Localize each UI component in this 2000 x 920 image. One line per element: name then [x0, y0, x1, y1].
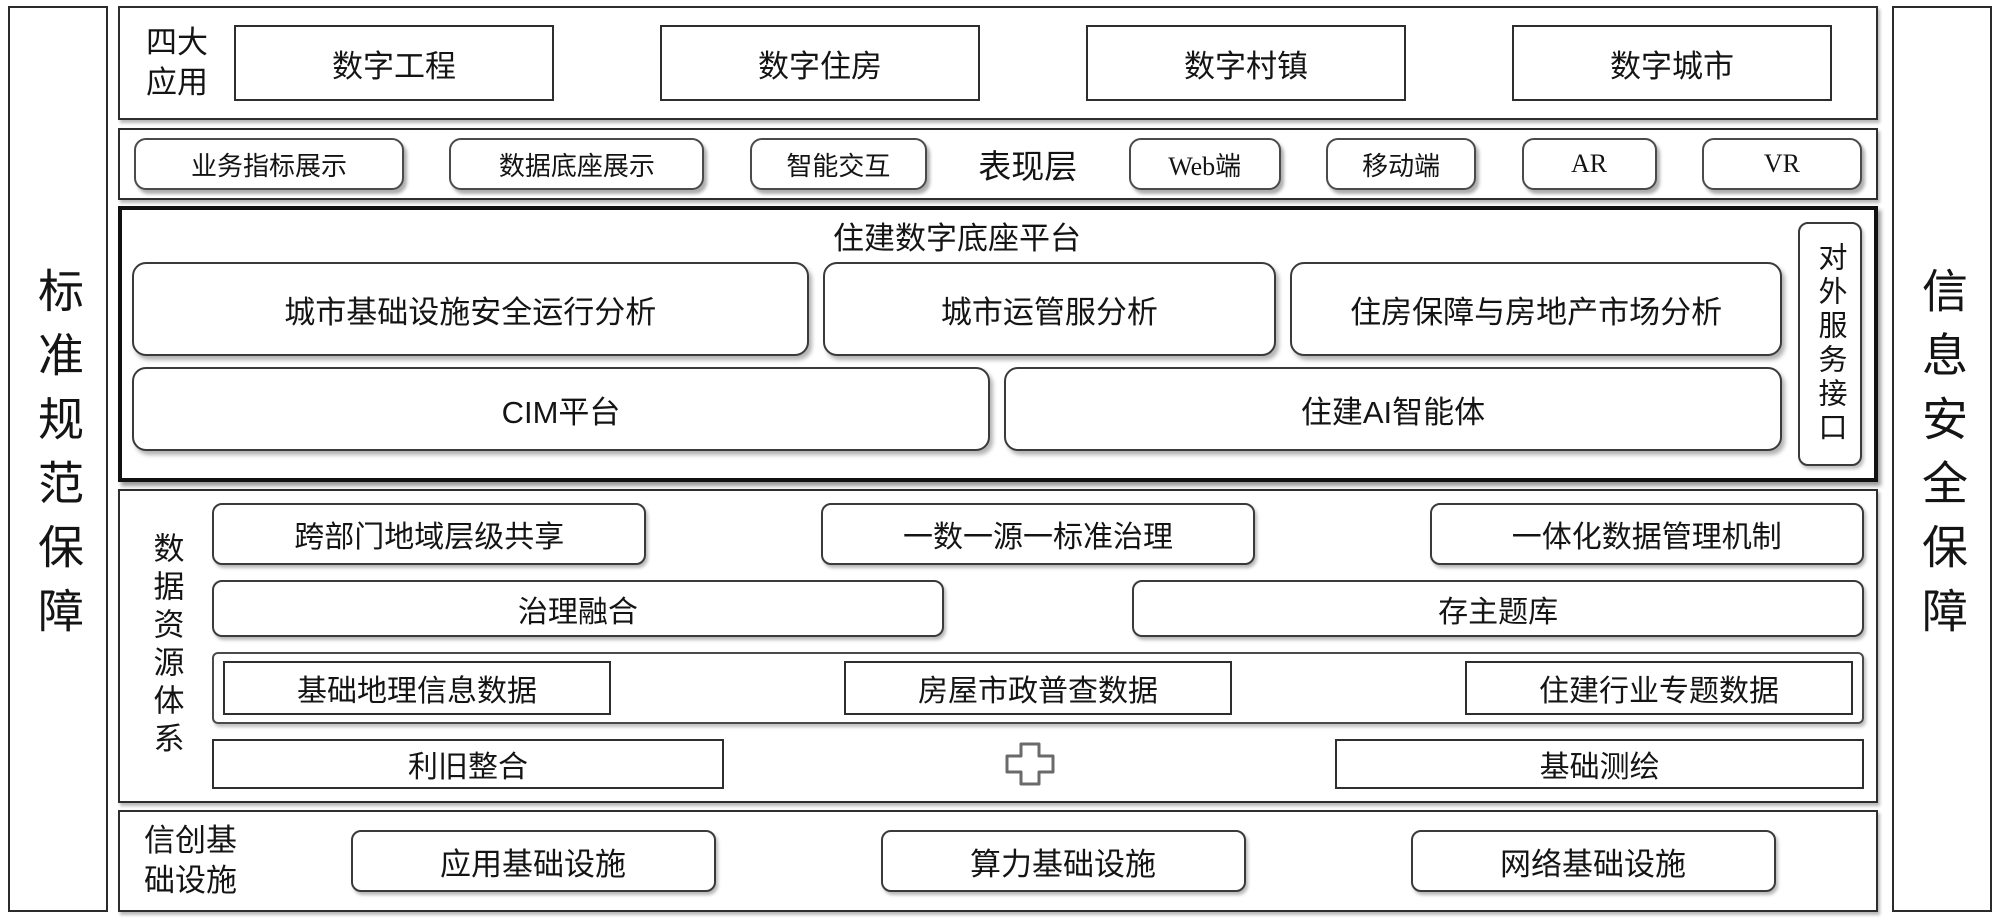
pill-mobile-client: 移动端	[1326, 138, 1477, 190]
infrastructure-boxes: 应用基础设施 算力基础设施 网络基础设施	[250, 830, 1876, 892]
section-presentation-layer: 业务指标展示 数据底座展示 智能交互 表现层 Web端 移动端 AR VR	[118, 128, 1878, 200]
right-pillar-label: 信息安全保障	[1916, 267, 1968, 651]
box-housing-municipal-census-data: 房屋市政普查数据	[844, 661, 1232, 715]
box-basic-surveying: 基础测绘	[1335, 739, 1864, 789]
box-governance-fusion: 治理融合	[212, 580, 944, 637]
pill-intelligent-interaction: 智能交互	[749, 138, 927, 190]
box-cim-platform: CIM平台	[132, 367, 990, 451]
left-pillar: 标准规范保障	[8, 6, 108, 912]
data-resources-label-wrap: 数据资源体系	[120, 503, 212, 789]
data-governance-row: 跨部门地域层级共享 一数一源一标准治理 一体化数据管理机制	[212, 503, 1864, 565]
four-apps-boxes: 数字工程 数字住房 数字村镇 数字城市	[216, 25, 1876, 101]
pill-ar: AR	[1521, 138, 1657, 190]
plus-icon	[1004, 741, 1056, 787]
box-integrated-data-management: 一体化数据管理机制	[1429, 503, 1864, 565]
data-bottom-row: 利旧整合 基础测绘	[212, 739, 1864, 789]
box-theme-library-storage: 存主题库	[1132, 580, 1864, 637]
box-computing-infrastructure: 算力基础设施	[880, 830, 1246, 892]
pill-vr: VR	[1701, 138, 1862, 190]
external-service-interface: 对外服务接口	[1798, 222, 1862, 466]
platform-title: 住建数字底座平台	[833, 221, 1081, 256]
external-service-interface-label: 对外服务接口	[1814, 242, 1846, 446]
data-resources-label: 数据资源体系	[148, 532, 184, 760]
box-urban-operation-service-analysis: 城市运管服分析	[822, 262, 1277, 356]
main-column: 四大应用 数字工程 数字住房 数字村镇 数字城市 业务指标展示 数据底座展示 智…	[118, 6, 1878, 912]
pill-business-indicator-display: 业务指标展示	[134, 138, 404, 190]
platform-base-row: CIM平台 住建AI智能体	[132, 367, 1782, 451]
app-box-digital-engineering: 数字工程	[234, 25, 554, 101]
section-infrastructure: 信创基础设施 应用基础设施 算力基础设施 网络基础设施	[118, 810, 1878, 912]
presentation-layer-label: 表现层	[978, 148, 1078, 185]
app-box-digital-housing: 数字住房	[660, 25, 980, 101]
four-apps-label: 四大应用	[146, 24, 208, 100]
section-digital-base-platform: 住建数字底座平台 城市基础设施安全运行分析 城市运管服分析 住房保障与房地产市场…	[118, 206, 1878, 482]
data-datasets-group: 基础地理信息数据 房屋市政普查数据 住建行业专题数据	[212, 652, 1864, 724]
section-four-apps: 四大应用 数字工程 数字住房 数字村镇 数字城市	[118, 6, 1878, 120]
box-one-data-one-source: 一数一源一标准治理	[820, 503, 1256, 565]
box-housing-security-market-analysis: 住房保障与房地产市场分析	[1290, 262, 1782, 356]
data-resources-content: 跨部门地域层级共享 一数一源一标准治理 一体化数据管理机制 治理融合 存主题库 …	[212, 503, 1864, 789]
right-pillar: 信息安全保障	[1892, 6, 1992, 912]
box-urban-infrastructure-safety-analysis: 城市基础设施安全运行分析	[132, 262, 809, 356]
infrastructure-label: 信创基础设施	[144, 822, 237, 898]
pill-data-base-display: 数据底座展示	[449, 138, 705, 190]
app-box-digital-villages: 数字村镇	[1086, 25, 1406, 101]
box-ai-agent: 住建AI智能体	[1004, 367, 1782, 451]
box-legacy-integration: 利旧整合	[212, 739, 725, 789]
box-cross-department-sharing: 跨部门地域层级共享	[212, 503, 647, 565]
left-pillar-label: 标准规范保障	[32, 267, 84, 651]
platform-analysis-row: 城市基础设施安全运行分析 城市运管服分析 住房保障与房地产市场分析	[132, 262, 1782, 356]
box-industry-thematic-data: 住建行业专题数据	[1465, 661, 1853, 715]
section-data-resources: 数据资源体系 跨部门地域层级共享 一数一源一标准治理 一体化数据管理机制 治理融…	[118, 489, 1878, 803]
data-fusion-row: 治理融合 存主题库	[212, 580, 1864, 637]
box-network-infrastructure: 网络基础设施	[1410, 830, 1776, 892]
box-basic-geographic-data: 基础地理信息数据	[223, 661, 611, 715]
app-box-digital-city: 数字城市	[1512, 25, 1832, 101]
pill-web-client: Web端	[1128, 138, 1281, 190]
box-application-infrastructure: 应用基础设施	[350, 830, 716, 892]
